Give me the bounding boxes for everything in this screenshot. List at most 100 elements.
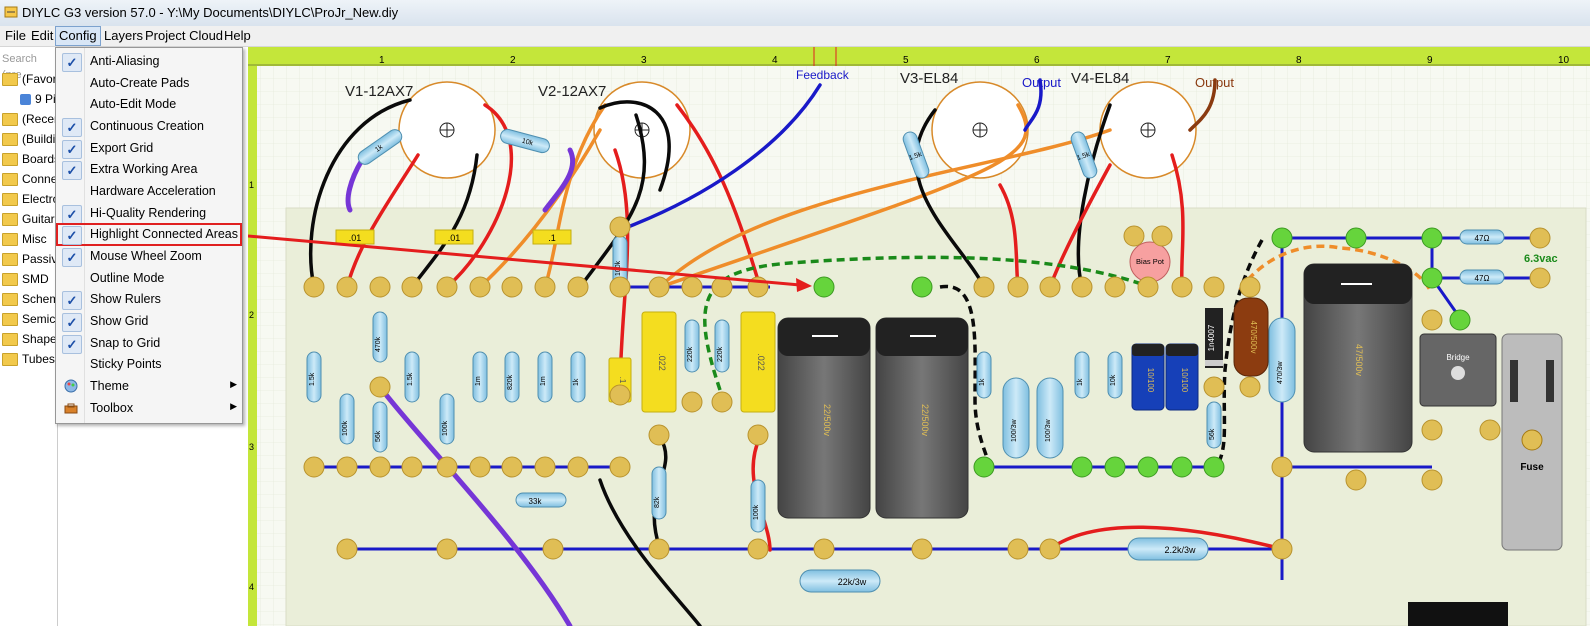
highlighted-pads[interactable] xyxy=(813,227,1471,478)
tube-socket-v3[interactable] xyxy=(931,81,1029,179)
tree-item-smd[interactable]: SMD xyxy=(2,270,49,288)
menu-item-auto-create-pads[interactable]: Auto-Create Pads xyxy=(90,76,190,90)
component-search-input[interactable]: Search (pre xyxy=(2,53,37,81)
resistor-1-5k-1[interactable]: 1.5k xyxy=(306,351,322,403)
part-icon xyxy=(20,94,31,106)
fuse-holder[interactable]: Fuse xyxy=(1501,333,1563,551)
menu-config[interactable]: Config xyxy=(55,26,101,46)
tree-item-semiconductors[interactable]: Semicor xyxy=(2,310,57,328)
resistor-10k[interactable]: 10k xyxy=(1107,351,1123,399)
resistor-1-5k-2[interactable]: 1.5k xyxy=(404,351,420,403)
menu-item-outline-mode[interactable]: Outline Mode xyxy=(90,271,165,285)
grid-resistor-v3[interactable]: 1.5k xyxy=(901,130,931,180)
resistor-100k-2[interactable]: 100k xyxy=(439,393,455,445)
tree-item-boards[interactable]: Boards xyxy=(2,150,57,168)
menu-item-export-grid[interactable]: ✓Export Grid xyxy=(57,138,241,159)
tree-item-favorites[interactable]: (Favorit xyxy=(2,70,57,88)
resistor-1m-1[interactable]: 1m xyxy=(472,351,488,403)
menu-item-hardware-acceleration[interactable]: Hardware Acceleration xyxy=(90,184,216,198)
menu-item-show-rulers[interactable]: ✓Show Rulers xyxy=(57,289,241,310)
small-cap-3[interactable]: .1 xyxy=(532,229,572,245)
bypass-cap-2[interactable]: 10/100 xyxy=(1165,343,1199,411)
menu-separator xyxy=(84,48,85,423)
menu-project-cloud[interactable]: Project Cloud xyxy=(145,28,224,43)
resistor-1m-2[interactable]: 1m xyxy=(537,351,553,403)
tree-item-misc[interactable]: Misc xyxy=(2,230,47,248)
canvas-svg[interactable]: 1 2 3 4 5 6 7 8 9 10 1 2 3 4 xyxy=(248,47,1590,626)
tree-item-schematic[interactable]: Schema xyxy=(2,290,57,308)
grid-resistor-v1[interactable]: 1k xyxy=(356,127,405,167)
menu-item-auto-edit-mode[interactable]: Auto-Edit Mode xyxy=(90,97,177,111)
film-cap-2[interactable]: .022 xyxy=(740,311,776,413)
menu-item-snap-to-grid[interactable]: ✓Snap to Grid xyxy=(57,333,241,354)
resistor-100-3w-1[interactable]: 100/3w xyxy=(1002,377,1030,459)
menu-item-sticky-points[interactable]: Sticky Points xyxy=(90,357,162,371)
menu-file[interactable]: File xyxy=(5,28,26,43)
resistor-2-2k3w[interactable]: 2.2k/3w xyxy=(1127,537,1209,561)
menu-item-continuous-creation[interactable]: ✓Continuous Creation xyxy=(57,116,241,137)
bias-pot[interactable]: Bias Pot xyxy=(1129,241,1171,283)
resistor-56k-2[interactable]: 56k xyxy=(1206,401,1222,449)
menu-item-extra-working-area[interactable]: ✓Extra Working Area xyxy=(57,159,241,180)
tree-item-passive[interactable]: Passive xyxy=(2,250,57,268)
resistor-220k-2[interactable]: 220k xyxy=(714,319,730,373)
resistor-47-ohm-2[interactable]: 47Ω xyxy=(1459,269,1505,285)
tree-item-connectivity[interactable]: Connec xyxy=(2,170,57,188)
filter-cap-3[interactable]: 47/500v xyxy=(1303,263,1413,453)
tree-item-tubes[interactable]: Tubes xyxy=(2,350,55,368)
tree-item-guitar[interactable]: Guitar xyxy=(2,210,55,228)
menu-edit[interactable]: Edit xyxy=(31,28,54,43)
layout-canvas[interactable]: 1 2 3 4 5 6 7 8 9 10 1 2 3 4 xyxy=(248,47,1590,626)
hookup-wires[interactable] xyxy=(309,78,1284,626)
menu-item-hi-quality-rendering[interactable]: ✓Hi-Quality Rendering xyxy=(57,203,241,224)
menu-item-show-grid[interactable]: ✓Show Grid xyxy=(57,311,241,332)
resistor-82k[interactable]: 82k xyxy=(651,466,667,520)
tree-item-electro-mechanical[interactable]: Electro- xyxy=(2,190,57,208)
folder-icon xyxy=(2,133,18,147)
small-cap-1[interactable]: .01 xyxy=(335,229,375,245)
filter-cap-2[interactable]: 22/500v xyxy=(875,317,969,519)
resistor-470k-1[interactable]: 470k xyxy=(372,311,388,363)
film-cap-1[interactable]: .022 xyxy=(641,311,677,413)
bridge-rectifier[interactable]: Bridge xyxy=(1419,333,1497,407)
filter-cap-4[interactable]: 470/500v xyxy=(1233,297,1269,377)
tree-item-building[interactable]: (Buildin xyxy=(2,130,57,148)
resistor-22k3w[interactable]: 22k/3w xyxy=(799,569,881,593)
power-switch[interactable] xyxy=(1408,602,1508,626)
small-cap-2[interactable]: .01 xyxy=(434,229,474,245)
theme-icon xyxy=(64,379,78,393)
svg-text:.1: .1 xyxy=(548,233,556,243)
resistor-1k-3[interactable]: 1k xyxy=(1074,351,1090,399)
tree-item-favorite-part[interactable]: 9 Pi xyxy=(20,90,56,108)
resistor-100k-4[interactable]: 100k xyxy=(750,479,766,533)
tube-socket-v4[interactable] xyxy=(1099,81,1197,179)
menu-item-toolbox[interactable]: Toolbox▶ xyxy=(57,398,241,419)
diode[interactable]: 1n4007 xyxy=(1205,308,1223,368)
bypass-cap-1[interactable]: 10/100 xyxy=(1131,343,1165,411)
resistor-100k-1[interactable]: 100k xyxy=(339,393,355,445)
tree-item-recent[interactable]: (Recent xyxy=(2,110,57,128)
resistor-33k[interactable]: 33k xyxy=(515,492,567,508)
resistor-1k-1[interactable]: 1k xyxy=(570,351,586,403)
resistor-1k-2[interactable]: 1k xyxy=(976,351,992,399)
menu-item-mouse-wheel-zoom[interactable]: ✓Mouse Wheel Zoom xyxy=(57,246,241,267)
grid-resistor-v4[interactable]: 1.5k xyxy=(1069,130,1099,180)
turret-pads[interactable] xyxy=(303,216,1551,560)
ruler-label-9: 9 xyxy=(1427,55,1433,66)
resistor-820k[interactable]: 820k xyxy=(504,351,520,403)
menu-item-theme[interactable]: Theme▶ xyxy=(57,376,241,397)
menu-item-highlight-connected-areas[interactable]: ✓Highlight Connected Areas xyxy=(56,223,242,246)
tube-socket-v1[interactable] xyxy=(398,81,496,179)
checkmark-icon: ✓ xyxy=(62,161,82,180)
resistor-470-3w[interactable]: 470/3w xyxy=(1268,317,1296,403)
resistor-47-ohm-1[interactable]: 47Ω xyxy=(1459,229,1505,245)
grid-resistor-v2[interactable]: 10k xyxy=(499,128,551,154)
tree-item-shapes[interactable]: Shapes xyxy=(2,330,57,348)
resistor-220k-1[interactable]: 220k xyxy=(684,319,700,373)
menu-item-anti-aliasing[interactable]: ✓Anti-Aliasing xyxy=(57,51,241,72)
menu-help[interactable]: Help xyxy=(224,28,251,43)
resistor-56k-1[interactable]: 56k xyxy=(372,401,388,453)
menu-layers[interactable]: Layers xyxy=(104,28,144,43)
filter-cap-1[interactable]: 22/500v xyxy=(777,317,871,519)
resistor-100-3w-2[interactable]: 100/3w xyxy=(1036,377,1064,459)
